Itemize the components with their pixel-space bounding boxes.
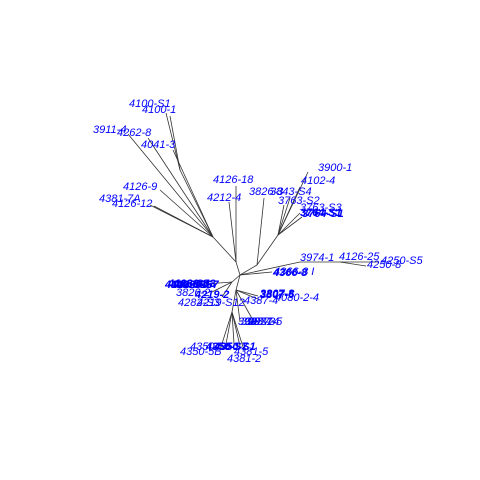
tree-branch	[147, 137, 214, 238]
tree-branch	[153, 205, 214, 238]
tip-label: 4041-3	[141, 139, 176, 151]
tip-label: 3807-6	[260, 289, 295, 301]
tree-branch	[225, 311, 233, 345]
tip-label: 4250-8	[367, 259, 402, 271]
tree-branch	[277, 204, 285, 236]
tree-branch	[235, 261, 241, 276]
tree-branch	[277, 197, 291, 236]
tip-label: 3826-3	[249, 186, 284, 198]
tree-branch	[235, 289, 259, 297]
tree-branch	[239, 264, 258, 276]
tip-label: 3937-4	[245, 316, 279, 328]
tip-label: 4219-S12	[197, 297, 245, 309]
tree-branch	[339, 261, 367, 267]
tree-branch	[231, 289, 237, 313]
tip-label: 4126-S1	[164, 279, 207, 291]
tip-label: 4350-S7	[205, 341, 248, 353]
tip-label: 4126-18	[213, 174, 254, 186]
tree-branch	[277, 212, 301, 236]
tip-label: 4366-3 I	[274, 266, 314, 278]
tree-branch	[231, 311, 235, 345]
tip-label: 3763-S2	[278, 195, 320, 207]
tip-label: 3937-5	[248, 316, 283, 328]
tree-branch	[256, 197, 265, 266]
tip-label: 4080-2-4	[275, 292, 319, 304]
tip-label: 3843-S4	[270, 186, 312, 198]
tree-branch	[211, 281, 233, 293]
tree-branch	[172, 149, 214, 238]
tree-branch	[221, 281, 233, 298]
tip-label: 3911-4	[93, 124, 126, 136]
tip-label: 4126-9	[123, 181, 157, 193]
tip-label: 3987-3	[241, 316, 276, 328]
tip-label: 4100-1	[142, 104, 176, 116]
tip-label: 4381-7A	[99, 193, 141, 205]
tip-labels: 4100-S1 4100-1 3911-4 4262-8 4041-3 4126…	[93, 98, 423, 365]
tree-branch	[256, 234, 279, 266]
tip-label: 4126-25	[339, 251, 380, 263]
tree-branch	[277, 216, 303, 236]
tree-branch	[231, 311, 241, 347]
tip-label: 4381-2	[227, 353, 261, 365]
tree-branch	[239, 261, 301, 276]
tree-branch	[205, 281, 233, 285]
tip-label: 3900-1	[318, 162, 352, 174]
tip-label: 3987-1	[238, 316, 272, 328]
tip-label: 3974-1	[300, 252, 334, 264]
tree-branch	[235, 274, 241, 291]
tree-branch	[219, 311, 233, 351]
tree-branch	[231, 311, 245, 351]
tip-label: 4219-2	[194, 289, 229, 301]
tree-branch	[235, 289, 261, 301]
tip-label: 4381-5	[234, 346, 269, 358]
tip-label: 4350-5B	[180, 346, 222, 358]
tip-label: 4262-8	[117, 127, 152, 139]
tip-label: 4350-S1	[213, 341, 256, 353]
tip-label: 4102-4	[301, 175, 335, 187]
tip-label: 3763-S3	[300, 202, 342, 214]
tip-label: 3764-S1	[300, 207, 342, 219]
tip-label: 4282-S3	[178, 297, 220, 309]
tip-label: 4350-S6	[190, 341, 232, 353]
tip-label: 4126-S7	[176, 279, 219, 291]
tree-branches	[127, 112, 378, 351]
tree-branch	[277, 171, 309, 236]
tree-branch	[228, 201, 237, 263]
tip-label: 4100-S1	[129, 98, 171, 110]
tip-label: 4387-4	[244, 295, 278, 307]
tip-label: 4126-12	[112, 198, 152, 210]
tip-label: 4212-4	[207, 192, 241, 204]
tip-label: 4126-S3	[173, 278, 216, 290]
tip-label: 4366-8	[272, 267, 308, 279]
tree-branch	[235, 289, 255, 323]
tip-label: 3826-2	[176, 287, 210, 299]
tree-branch	[231, 274, 241, 283]
tree-branch	[212, 236, 237, 263]
tree-branch	[127, 133, 214, 238]
tip-label: 3807-8	[260, 288, 295, 300]
tree-branch	[239, 271, 273, 276]
tip-label: 3764-S1	[302, 208, 344, 220]
tree-branch	[159, 189, 214, 238]
tip-label: 4250-S5	[381, 255, 423, 267]
tip-label: 4126-S6	[170, 279, 213, 291]
tree-branch	[235, 289, 241, 323]
tip-label: 4126-S4	[167, 278, 210, 290]
